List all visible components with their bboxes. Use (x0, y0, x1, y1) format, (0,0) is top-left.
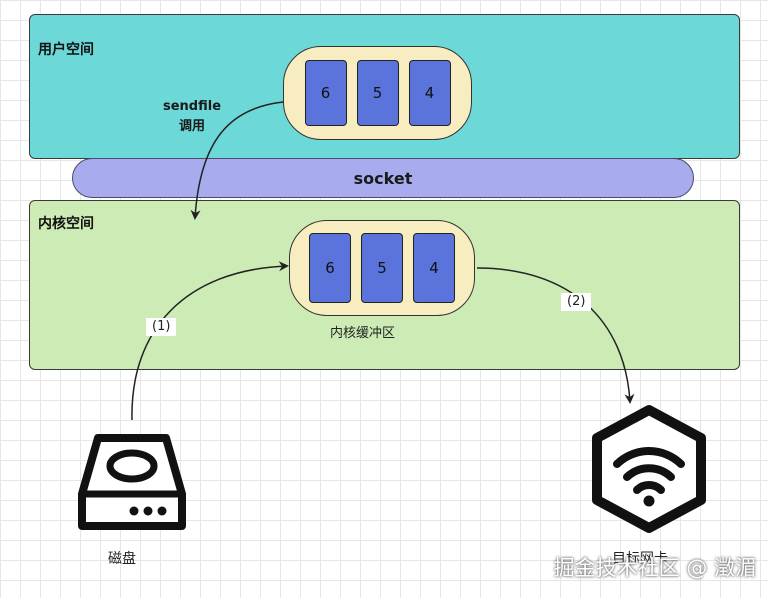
sendfile-text: sendfile (162, 99, 222, 114)
sendfile-arrow (190, 101, 284, 220)
socket-bar: socket (72, 158, 694, 198)
kernel-buffer: 6 5 4 (289, 220, 475, 316)
disk-to-kernel-arrow (131, 261, 289, 421)
watermark: 掘金技术社区 @ 澂湄 (553, 556, 756, 580)
kernel-space-label: 内核空间 (38, 216, 94, 232)
kernel-buffer-block-6: 6 (309, 233, 351, 303)
kernel-to-nic-arrow (476, 267, 635, 404)
user-buffer-block-6: 6 (304, 60, 347, 126)
socket-label: socket (353, 168, 413, 188)
arrow-label-2: (2) (561, 293, 592, 311)
wifi-hexagon-icon (592, 405, 706, 533)
sendfile-call-text: 调用 (178, 119, 205, 134)
sendfile-call-label: sendfile 调用 (150, 97, 234, 137)
kernel-buffer-block-5: 5 (361, 233, 403, 303)
kernel-buffer-label: 内核缓冲区 (330, 326, 396, 341)
user-buffer: 6 5 4 (283, 46, 472, 140)
hard-disk-icon (78, 434, 186, 530)
user-space-label: 用户空间 (38, 42, 94, 58)
disk-label: 磁盘 (108, 551, 136, 567)
user-buffer-block-4: 4 (408, 60, 451, 126)
nic-label: 目标网卡 (612, 551, 668, 567)
kernel-buffer-block-4: 4 (413, 233, 455, 303)
arrow-label-1: (1) (146, 318, 177, 336)
user-buffer-block-5: 5 (356, 60, 399, 126)
